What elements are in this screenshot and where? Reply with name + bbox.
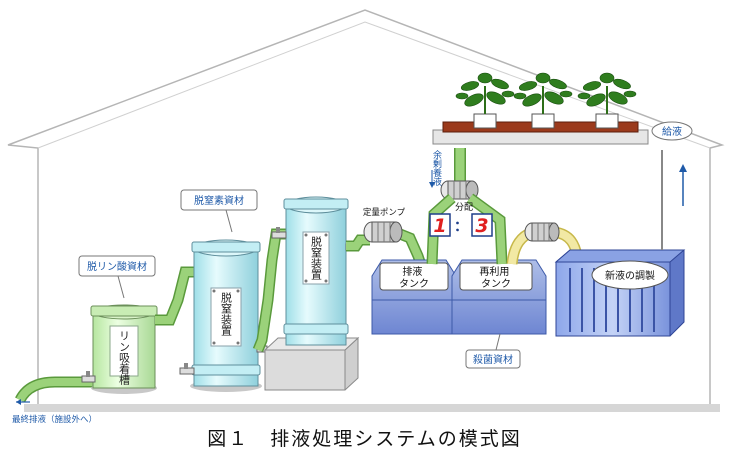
callout-n-material: 脱窒素資材 <box>180 189 258 233</box>
growing-tray <box>432 113 649 145</box>
final-drain-pipe <box>15 376 100 405</box>
surplus-label: 余剰養液 <box>431 149 442 187</box>
pipe-to-p-tank <box>155 266 194 326</box>
metering-pump-icon <box>363 221 403 243</box>
callout-p-material: 脱リン酸資材 <box>78 255 156 299</box>
reuse-pump-icon <box>524 222 560 242</box>
ratio-display: 1 ： 3 <box>429 213 493 237</box>
tomato-plant-icon <box>513 72 573 114</box>
reuse-tank-label: 再利用 タンク <box>479 266 512 290</box>
metering-pump-label: 定量ポンプ <box>363 207 406 218</box>
pipe-to-pump <box>346 226 426 264</box>
ratio-left-value: 1 <box>433 215 446 237</box>
reuse-tank-line-1: 再利用 <box>479 266 509 278</box>
distribution-label: 分配 <box>455 202 473 213</box>
supply-label: 給液 <box>662 125 682 138</box>
new-solution-tank <box>554 249 686 337</box>
callout-supply: 給液 <box>651 121 693 141</box>
drain-tank-line-1: 排液 <box>402 265 422 278</box>
phosphorus-adsorption-tank <box>90 304 158 394</box>
denitrifier-2-label: 脱窒装置 <box>310 235 323 280</box>
sterilizer-label: 殺菌資材 <box>473 353 513 366</box>
figure-caption: 図１ 排液処理システムの模式図 <box>207 428 522 450</box>
supply-pipe <box>661 150 687 250</box>
reuse-tank <box>451 259 547 335</box>
ratio-right-value: 3 <box>475 215 488 237</box>
ratio-colon: ： <box>454 219 468 235</box>
tomato-plant-icon <box>455 72 515 114</box>
denitrifier-unit-1 <box>179 239 268 392</box>
callout-sterilizer: 殺菌資材 <box>465 333 521 369</box>
final-drain-label: 最終排液（施設外へ） <box>12 414 97 425</box>
p-tank-label: リン吸着槽 <box>118 330 131 386</box>
denitrifier-1-label: 脱窒装置 <box>220 291 233 336</box>
tank-valve <box>81 371 96 383</box>
p-material-label: 脱リン酸資材 <box>87 260 147 273</box>
drain-tank-line-2: タンク <box>399 278 429 290</box>
drain-tank-label: 排液 タンク <box>399 265 429 290</box>
new-solution-label: 新液の調製 <box>605 269 655 282</box>
tomato-plant-icon <box>577 72 637 114</box>
pump-base-box <box>263 336 360 391</box>
n-material-label: 脱窒素資材 <box>194 194 244 207</box>
denitrifier-unit-2 <box>271 196 357 346</box>
reuse-tank-line-2: タンク <box>481 278 511 290</box>
